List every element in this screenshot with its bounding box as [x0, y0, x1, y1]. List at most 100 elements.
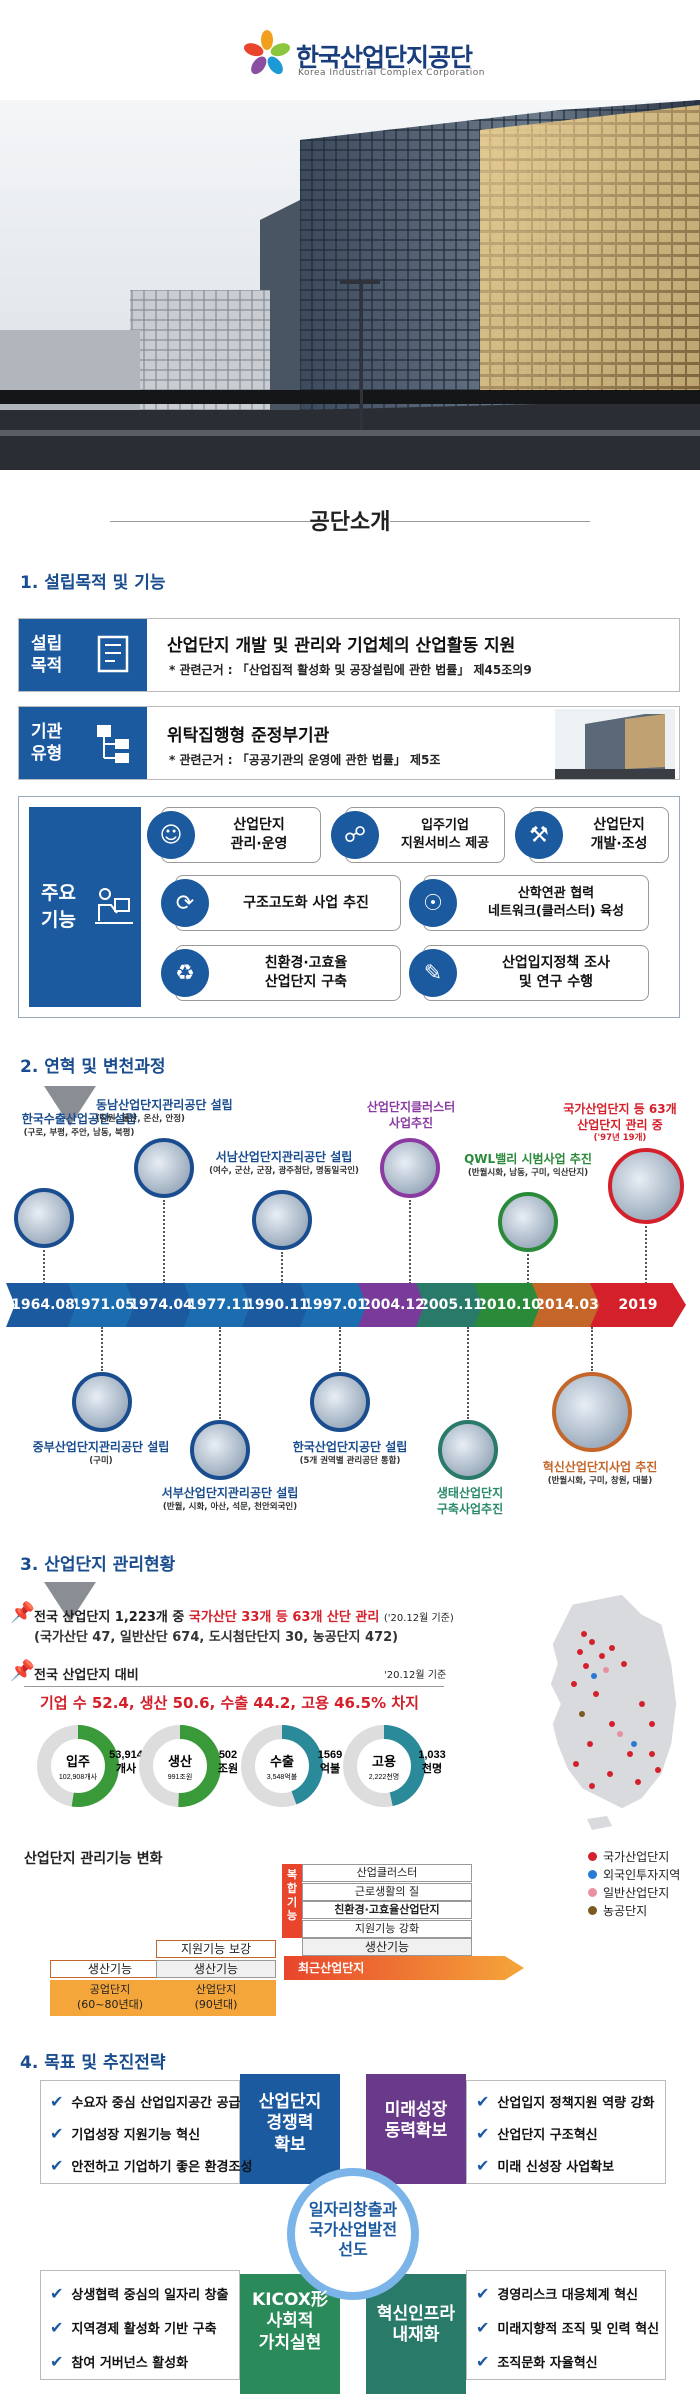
goal-item-label: 미래지향적 조직 및 인력 혁신: [497, 2322, 660, 2337]
donut-4-value: 1,033: [418, 1749, 446, 1761]
year-2010: 2010.10: [474, 1283, 544, 1327]
pin-icon: 📌: [10, 1600, 35, 1624]
stage3-item: 근로생활의 질: [302, 1882, 472, 1901]
legend-label: 외국인투자지역: [603, 1868, 681, 1882]
stage1-era: 공업단지 (60~80년대): [50, 1980, 170, 2016]
pin-icon-2: 📌: [10, 1658, 35, 1682]
year-1977: 1977.11: [184, 1283, 254, 1327]
status-managed: 국가산단 33개 등 63개 산단 관리: [188, 1610, 380, 1625]
check-icon: ✔: [50, 2352, 64, 2371]
goal-diamond-graphic: [240, 2074, 466, 2394]
event-2010-photo: [498, 1192, 558, 1252]
stage3-arrow: 최근산업단지: [284, 1956, 524, 1980]
event-2010: QWL밸리 시범사업 추진(반월시화, 남동, 구미, 익산단지): [448, 1152, 608, 1179]
event-2005: 생태산업단지 구축사업추진: [410, 1486, 530, 1517]
functions-tag-line2: 기능: [41, 909, 76, 931]
section1-heading: 1. 설립목적 및 기능: [20, 573, 166, 593]
connector-2005: [467, 1327, 469, 1419]
event-1974: 동남산업단지관리공단 설립(창원, 울산, 온산, 안정): [96, 1098, 286, 1125]
function-label-6: 친환경·고효율 산업단지 구축: [264, 955, 348, 990]
event-1971-sub: (구미): [89, 1455, 113, 1466]
donut-1-label: 입주: [66, 1754, 90, 1769]
stage2-era: 산업단지 (90년대): [156, 1980, 276, 2016]
donut-3-label: 수출: [270, 1754, 294, 1769]
function-label-1: 산업단지 관리·운영: [230, 817, 288, 852]
donut-2-share: [139, 1725, 221, 1807]
kicox-logo-icon: [243, 30, 291, 75]
status-pointer-icon: [44, 1582, 96, 1622]
donut-3-total: 3,548억불: [267, 1772, 298, 1781]
event-2019-sub: ('97년 19개): [593, 1133, 647, 1144]
status-total: 전국 산업단지 1,223개 중: [34, 1610, 185, 1625]
stage2-production: 생산기능: [156, 1960, 276, 1978]
donut-1-unit: 개사: [116, 1761, 137, 1775]
type-tag-line2: 유형: [31, 744, 63, 764]
event-1977: 서부산업단지관리공단 설립(반월, 시화, 아산, 석문, 천안외국인): [130, 1486, 330, 1513]
goal-item-label: 기업성장 지원기능 혁신: [71, 2128, 201, 2143]
status-line1: 전국 산업단지 1,223개 중 국가산단 33개 등 63개 산단 관리 ('…: [34, 1606, 454, 1625]
donut-1-total: 102,908개사: [59, 1772, 98, 1781]
function-policy-research: 산업입지정책 조사 및 연구 수행: [423, 945, 649, 1001]
goal-item-label: 산업단지 구조혁신: [497, 2128, 598, 2143]
legend-dot-icon: [588, 1870, 597, 1879]
donut-3-share: [241, 1725, 323, 1807]
goal-item: ✔기업성장 지원기능 혁신: [50, 2124, 200, 2143]
stage3-production: 생산기능: [302, 1938, 472, 1956]
event-1974-sub: (창원, 울산, 온산, 안정): [96, 1113, 185, 1124]
goal-item: ✔미래 신성장 사업확보: [476, 2156, 614, 2175]
org-chart-icon: [97, 725, 129, 763]
status-line2: (국가산단 47, 일반산단 674, 도시첨단단지 30, 농공단지 472): [34, 1630, 399, 1645]
event-2014-photo: [552, 1372, 632, 1452]
event-1990: 서남산업단지관리공단 설립(여수, 군산, 군장, 광주첨단, 명동일국인): [204, 1150, 364, 1177]
connector-2010: [527, 1254, 529, 1284]
check-icon: ✔: [476, 2284, 490, 2303]
connector-1971: [101, 1327, 103, 1371]
stage1-production: 생산기능: [50, 1960, 170, 1978]
event-1977-photo: [190, 1420, 250, 1480]
connector-1974: [163, 1200, 165, 1284]
function-label-7: 산업입지정책 조사 및 연구 수행: [502, 955, 610, 990]
donut-3-value: 1569: [318, 1749, 342, 1761]
legend-item: 농공단지: [588, 1902, 647, 1919]
goal-item: ✔산업단지 구조혁신: [476, 2124, 598, 2143]
page-title: 공단소개: [309, 510, 391, 535]
event-2014-title: 혁신산업단지사업 추진: [542, 1460, 658, 1474]
stage3-side: 복합기능: [282, 1864, 302, 1938]
goal-item: ✔수요자 중심 산업입지공간 공급: [50, 2092, 240, 2111]
title-rule-right: [390, 521, 590, 522]
event-1964-title: 한국수출산업공단 설립: [21, 1112, 137, 1126]
legend-label: 일반산업단지: [603, 1886, 670, 1900]
connector-1997: [339, 1327, 341, 1371]
header: 한국산업단지공단 Korea Industrial Complex Corpor…: [0, 0, 700, 100]
event-1977-sub: (반월, 시화, 아산, 석문, 천안외국인): [162, 1501, 298, 1512]
year-2014: 2014.03: [532, 1283, 602, 1327]
donut-4-share: [343, 1725, 425, 1807]
purpose-basis: * 관련근거 : 「산업집적 활성화 및 공장설립에 관한 법률」 제45조의9: [169, 663, 532, 677]
event-1964: 한국수출산업공단 설립(구로, 부평, 주안, 남동, 북평): [4, 1112, 154, 1139]
connector-2014: [591, 1327, 593, 1371]
section3-heading: 3. 산업단지 관리현황: [20, 1555, 176, 1575]
check-icon: ✔: [476, 2352, 490, 2371]
year-1964: 1964.08: [6, 1283, 80, 1327]
event-1971: 중부산업단지관리공단 설립(구미): [6, 1440, 196, 1467]
compare-summary: 기업 수 52.4, 생산 50.6, 수출 44.2, 고용 46.5% 차지: [40, 1694, 419, 1712]
goal-item: ✔상생협력 중심의 일자리 창출: [50, 2284, 229, 2303]
goal-innovation-infra: 혁신인프라 내재화: [376, 2304, 456, 2346]
document-icon: [97, 635, 129, 673]
function-cluster-network: 산학연관 협력 네트워크(클러스터) 육성: [423, 875, 649, 931]
check-icon: ✔: [476, 2318, 490, 2337]
building-thumbnail: [555, 709, 675, 779]
event-1971-title: 중부산업단지관리공단 설립: [32, 1440, 170, 1454]
legend-label: 국가산업단지: [603, 1850, 670, 1864]
event-2019: 국가산업단지 등 63개 산업단지 관리 중('97년 19개): [540, 1102, 700, 1144]
donut-1-share: [37, 1725, 119, 1807]
functions-tag-line1: 주요: [41, 882, 76, 905]
donut-2-unit: 조원: [218, 1761, 238, 1775]
event-1964-sub: (구로, 부평, 주안, 남동, 북평): [23, 1127, 135, 1138]
goal-quadrant-1: [40, 2080, 240, 2184]
